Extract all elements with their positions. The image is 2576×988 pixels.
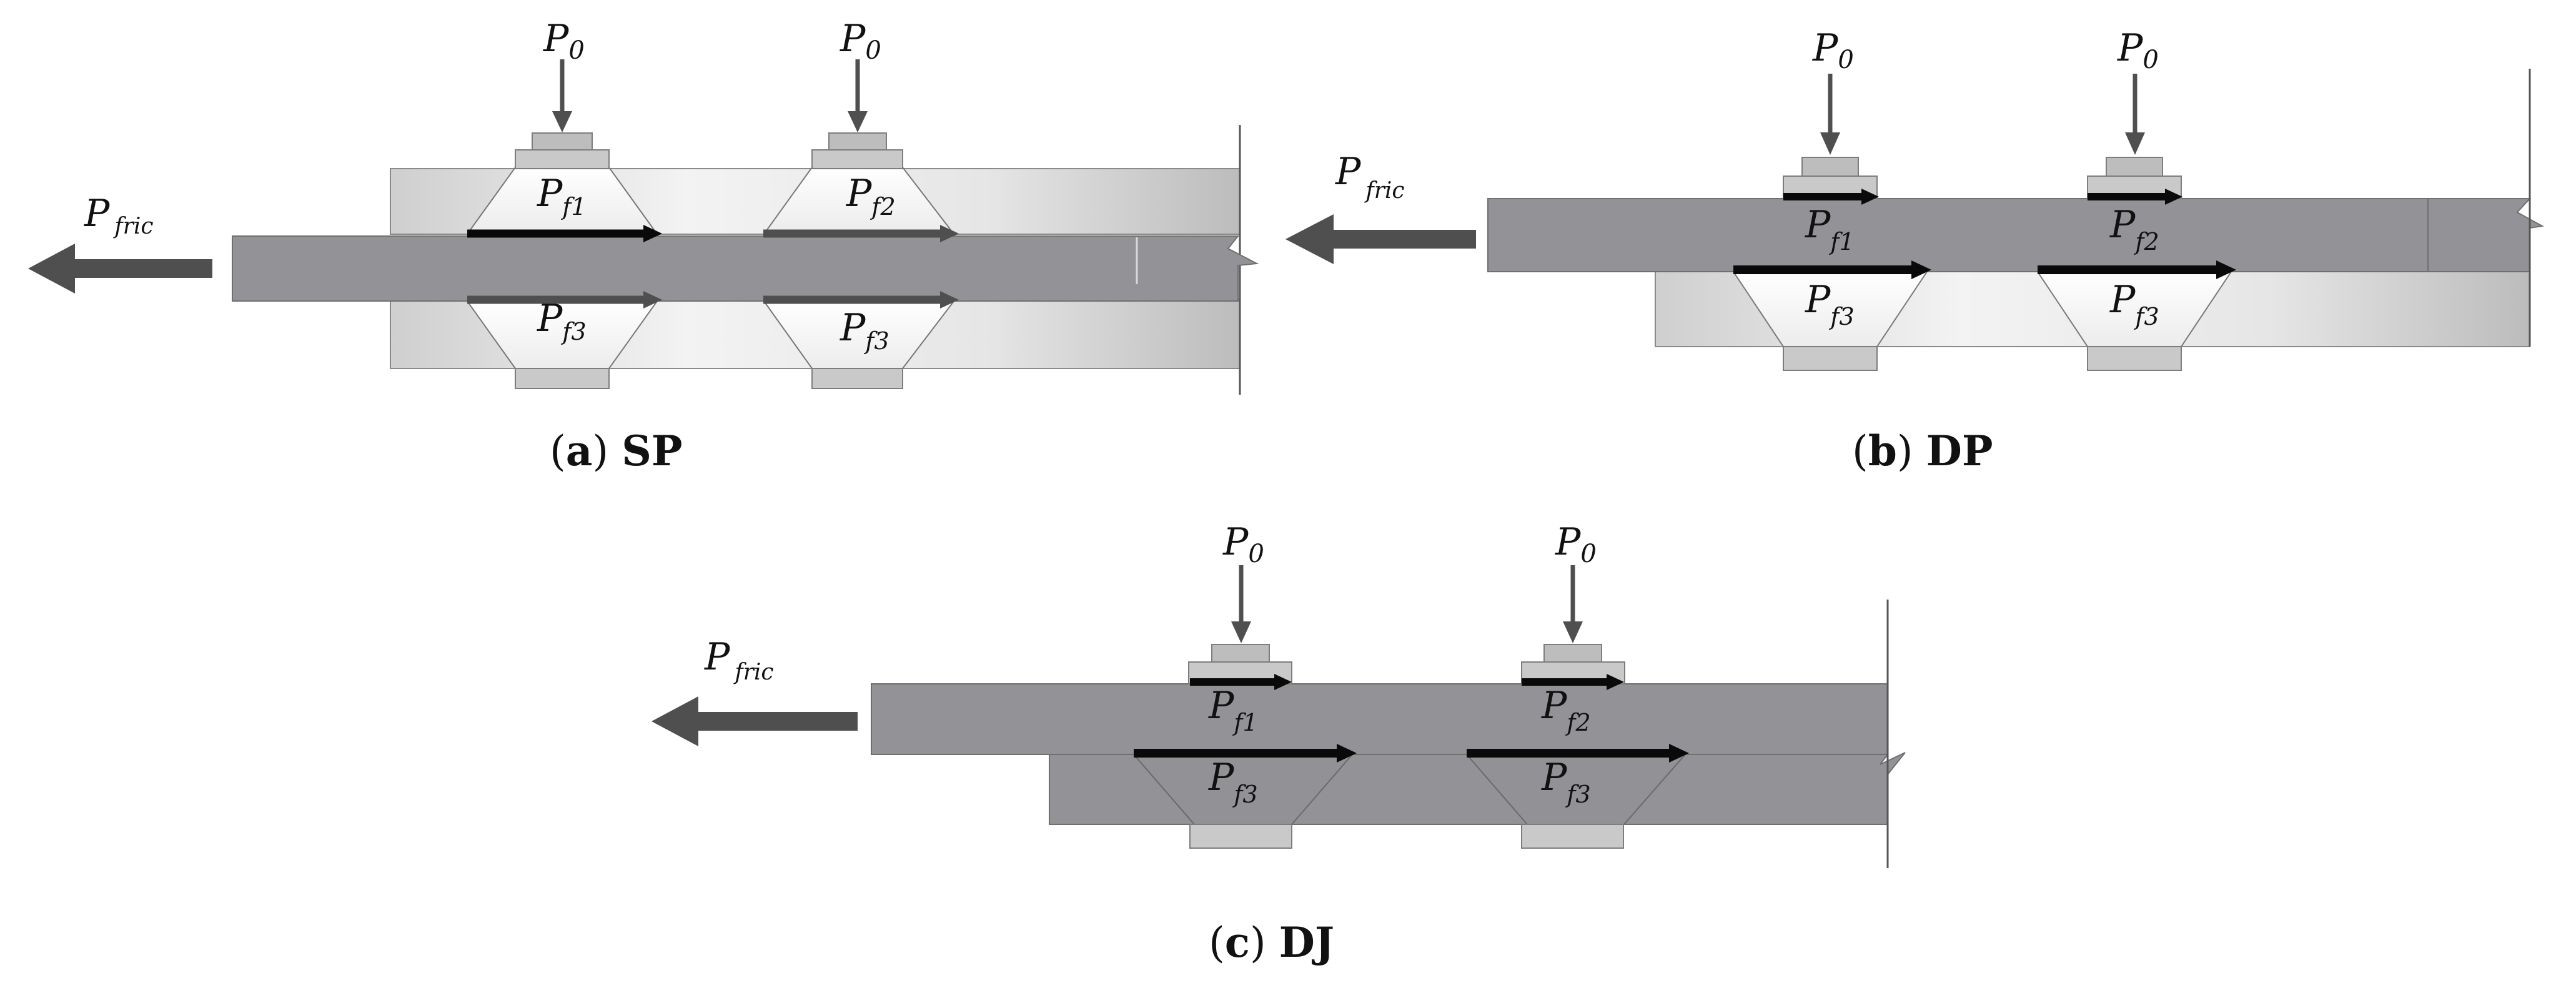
- left-arrow-icon: [28, 244, 212, 294]
- left-arrow-icon: [651, 696, 858, 746]
- washer-top-1: [515, 149, 610, 169]
- down-arrow-icon: [1563, 565, 1583, 643]
- label-pf3: Pf3: [840, 306, 889, 355]
- washer-top-2: [811, 149, 903, 169]
- label-p0: P0: [1555, 520, 1597, 568]
- down-arrow-icon: [1820, 74, 1840, 155]
- washer-bottom-2: [1521, 824, 1624, 849]
- right-arrow-icon: [1522, 674, 1624, 690]
- right-arrow-icon: [2088, 189, 2182, 205]
- washer-top-1b: [532, 132, 593, 151]
- right-arrow-icon: [763, 225, 959, 242]
- label-pf1: Pf1: [537, 172, 587, 220]
- label-pf1: Pf1: [1805, 203, 1855, 255]
- label-p0: P0: [1812, 26, 1854, 74]
- right-arrow-icon: [467, 291, 662, 309]
- label-pf2: Pf2: [2109, 203, 2159, 255]
- caption-a: (a) SP: [550, 427, 683, 475]
- right-arrow-icon: [2038, 260, 2236, 279]
- right-arrow-icon: [1134, 744, 1357, 763]
- caption-b: (b) DP: [1852, 427, 1993, 475]
- label-p0: P0: [2117, 26, 2159, 74]
- label-pf3: Pf3: [2109, 278, 2159, 330]
- label-p0: P0: [1222, 520, 1264, 568]
- right-arrow-icon: [763, 291, 959, 309]
- washer-top-2b: [2106, 157, 2163, 177]
- down-arrow-icon: [848, 59, 868, 132]
- right-arrow-icon: [1467, 744, 1689, 763]
- down-arrow-icon: [2125, 74, 2145, 155]
- label-pf3: Pf3: [1208, 756, 1258, 808]
- label-p0: P0: [543, 17, 585, 65]
- washer-bottom-2: [2087, 346, 2182, 371]
- right-arrow-icon: [1733, 260, 1931, 279]
- label-pf2: Pf2: [1541, 684, 1591, 736]
- down-arrow-icon: [1231, 565, 1251, 643]
- washer-top-2b: [1543, 644, 1602, 663]
- washer-top-1b: [1211, 644, 1270, 663]
- washer-top-2b: [828, 132, 887, 151]
- washer-bottom-2: [811, 368, 903, 389]
- inner-bar: [232, 235, 1259, 302]
- down-arrow-icon: [552, 59, 572, 132]
- right-arrow-icon: [467, 225, 662, 242]
- washer-top-1b: [1801, 157, 1859, 177]
- main-bar: [1487, 198, 2429, 272]
- label-p0: P0: [840, 17, 881, 65]
- right-arrow-icon: [1190, 674, 1292, 690]
- label-pf3: Pf3: [1805, 278, 1855, 330]
- bar-end: [2427, 198, 2545, 272]
- left-arrow-icon: [1286, 214, 1476, 264]
- caption-c: (c) DJ: [1209, 918, 1334, 967]
- label-pf2: Pf2: [846, 172, 896, 220]
- right-arrow-icon: [1783, 189, 1879, 205]
- washer-bottom-1: [1783, 346, 1878, 371]
- label-pf3: Pf3: [1541, 756, 1591, 808]
- washer-bottom-1: [515, 368, 610, 389]
- top-bar-body: [871, 683, 1888, 755]
- label-pf3: Pf3: [537, 297, 587, 345]
- washer-bottom-1: [1189, 824, 1292, 849]
- label-pf1: Pf1: [1208, 684, 1258, 736]
